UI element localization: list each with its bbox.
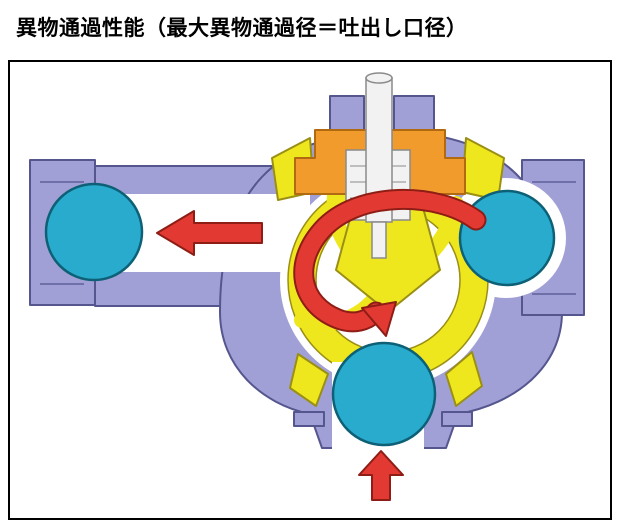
foreign-object-discharge — [44, 182, 144, 282]
flow-arrow-vortex — [295, 191, 485, 331]
inlet-flange-lip-right — [441, 411, 473, 427]
shaft-tip — [371, 221, 387, 259]
shaft-top — [365, 72, 393, 84]
flange-step-lines-right — [532, 181, 576, 295]
foreign-object-inlet — [331, 341, 437, 447]
volute-arm-right — [445, 351, 483, 407]
flow-arrow-discharge — [156, 210, 263, 256]
inlet-flange-lip-left — [293, 411, 325, 427]
flow-arrows — [156, 189, 487, 501]
pump-cross-section — [29, 72, 585, 501]
top-cap-right — [393, 95, 435, 133]
flow-arrow-suction — [358, 450, 404, 501]
foreign-objects — [44, 182, 556, 447]
diagram-title: 異物通過性能（最大異物通過径＝吐出し口径） — [16, 17, 468, 40]
volute-arm-left — [289, 353, 329, 407]
foreign-object-right — [458, 189, 556, 287]
flow-arrow-vortex-head — [361, 301, 397, 337]
diagram-frame — [8, 60, 612, 520]
top-cap-left — [329, 95, 365, 133]
flange-step-lines-left — [40, 181, 84, 285]
